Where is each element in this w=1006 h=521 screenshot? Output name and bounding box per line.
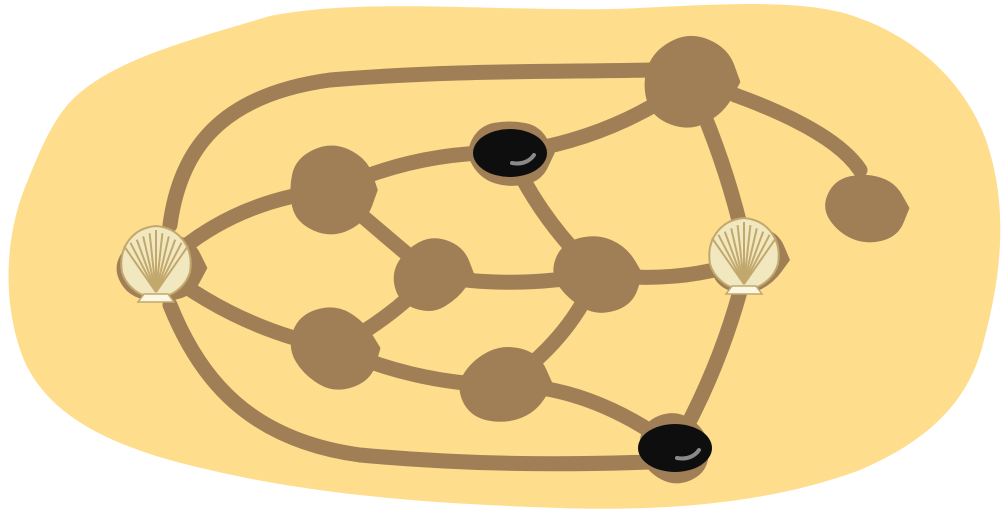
black-pebble-icon[interactable] xyxy=(473,129,547,177)
pebble-body xyxy=(473,129,547,177)
shell-hinge xyxy=(138,294,174,302)
pebble-body xyxy=(638,424,712,472)
shell-hinge xyxy=(726,286,762,294)
black-pebble-icon[interactable] xyxy=(638,424,712,472)
